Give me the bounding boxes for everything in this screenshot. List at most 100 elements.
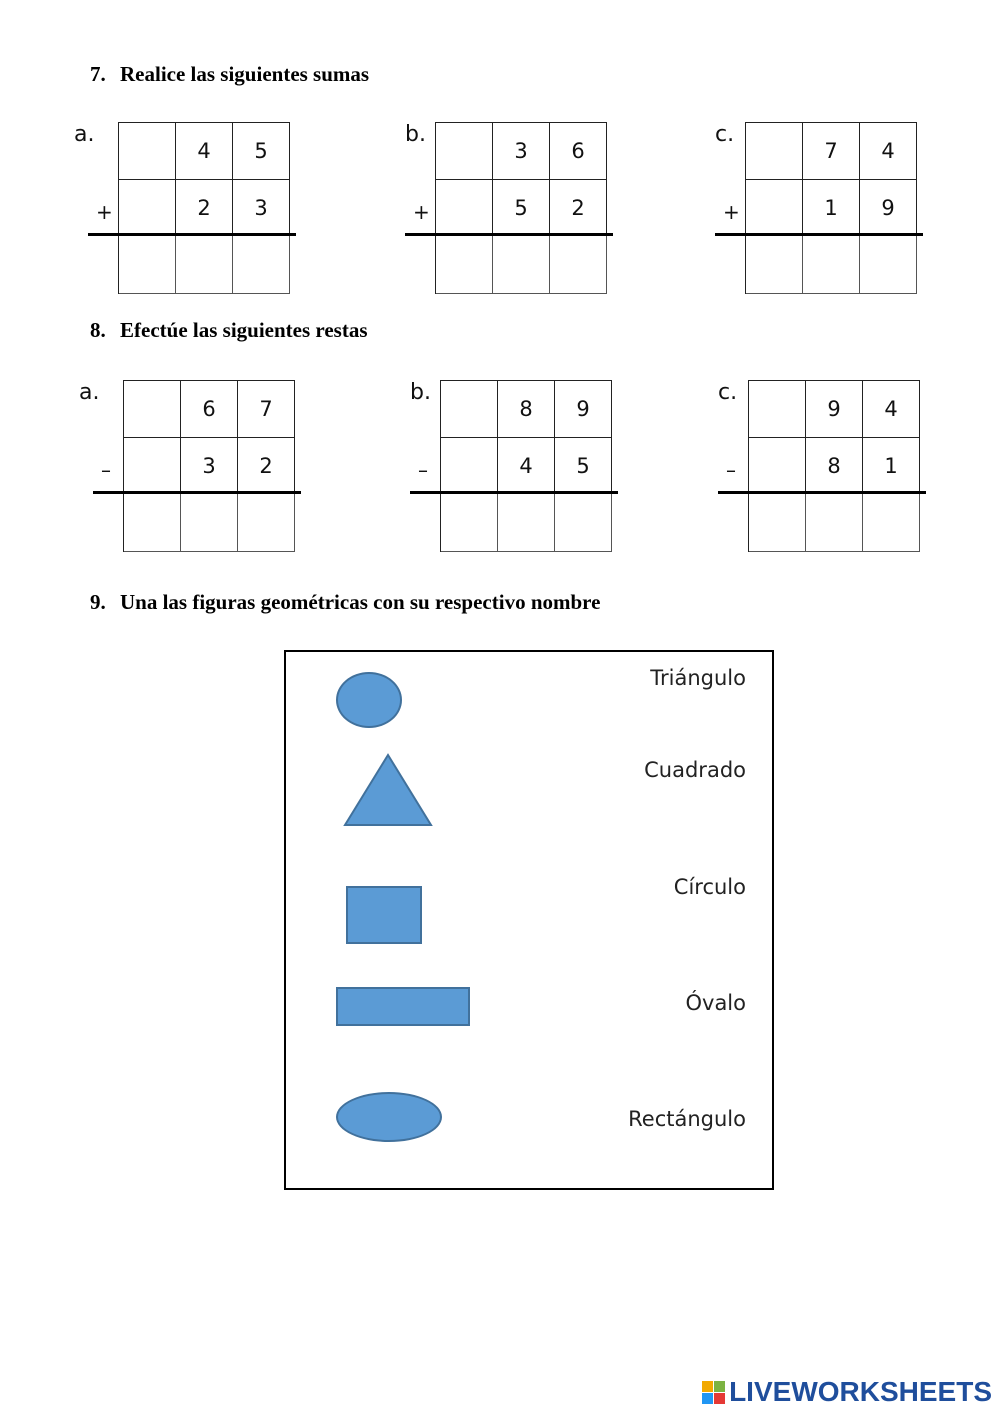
- square-icon[interactable]: [346, 886, 422, 944]
- difference-line: [410, 491, 618, 494]
- answer-cell[interactable]: [746, 236, 803, 294]
- question-title: Una las figuras geométricas con su respe…: [120, 590, 601, 614]
- answer-cell[interactable]: [119, 236, 176, 294]
- answer-cell[interactable]: [749, 494, 806, 552]
- digit-cell: [124, 381, 181, 438]
- digit-grid: 4 5 2 3: [118, 122, 290, 294]
- problem-letter: c.: [718, 380, 738, 405]
- digit-cell: 4: [863, 381, 920, 438]
- plus-sign: +: [723, 200, 740, 224]
- liveworksheets-logo-icon: [702, 1380, 726, 1404]
- digit-cell: [441, 381, 498, 438]
- shape-name-ovalo[interactable]: Óvalo: [685, 991, 746, 1015]
- digit-cell: 8: [806, 438, 863, 494]
- answer-cell[interactable]: [238, 494, 295, 552]
- logo-square: [714, 1392, 726, 1404]
- shape-name-rectangulo[interactable]: Rectángulo: [628, 1107, 746, 1131]
- answer-cell[interactable]: [233, 236, 290, 294]
- digit-cell: 8: [498, 381, 555, 438]
- answer-cell[interactable]: [441, 494, 498, 552]
- digit-grid: 7 4 1 9: [745, 122, 917, 294]
- logo-square: [714, 1380, 726, 1392]
- liveworksheets-brand: LIVEWORKSHEETS: [702, 1375, 992, 1409]
- minus-sign: –: [726, 458, 736, 482]
- digit-cell: 9: [555, 381, 612, 438]
- digit-cell: 5: [555, 438, 612, 494]
- question-8-heading: 8.Efectúe las siguientes restas: [90, 318, 368, 343]
- sum-line: [88, 233, 296, 236]
- digit-cell: 1: [803, 180, 860, 236]
- digit-cell: 5: [493, 180, 550, 236]
- subtraction-problem-a: a. – 6 7 3 2: [79, 380, 333, 555]
- question-7-heading: 7. Realice las siguientes sumas: [90, 62, 369, 87]
- triangle-icon[interactable]: [342, 752, 434, 828]
- digit-grid: 9 4 8 1: [748, 380, 920, 552]
- plus-sign: +: [96, 200, 113, 224]
- question-9-heading: 9. Una las figuras geométricas con su res…: [90, 590, 600, 615]
- digit-grid: 3 6 5 2: [435, 122, 607, 294]
- addition-problem-a: a. + 4 5 2 3: [74, 122, 328, 297]
- digit-grid: 8 9 4 5: [440, 380, 612, 552]
- digit-cell: 4: [176, 123, 233, 180]
- digit-cell: [436, 123, 493, 180]
- answer-cell[interactable]: [436, 236, 493, 294]
- digit-cell: 4: [498, 438, 555, 494]
- answer-cell[interactable]: [555, 494, 612, 552]
- answer-cell[interactable]: [860, 236, 917, 294]
- sum-line: [715, 233, 923, 236]
- circle-icon[interactable]: [336, 672, 402, 728]
- digit-cell: 9: [806, 381, 863, 438]
- digit-cell: [441, 438, 498, 494]
- digit-cell: 6: [181, 381, 238, 438]
- question-number: 7.: [90, 62, 106, 86]
- digit-cell: 9: [860, 180, 917, 236]
- digit-grid: 6 7 3 2: [123, 380, 295, 552]
- problem-letter: a.: [74, 122, 95, 147]
- digit-cell: 2: [550, 180, 607, 236]
- answer-cell[interactable]: [863, 494, 920, 552]
- difference-line: [718, 491, 926, 494]
- logo-square: [702, 1392, 714, 1404]
- digit-cell: 2: [238, 438, 295, 494]
- shape-name-cuadrado[interactable]: Cuadrado: [644, 758, 746, 782]
- answer-cell[interactable]: [124, 494, 181, 552]
- digit-cell: [749, 438, 806, 494]
- problem-letter: b.: [410, 380, 431, 405]
- question-number: 9.: [90, 590, 106, 614]
- digit-cell: [749, 381, 806, 438]
- digit-cell: [119, 123, 176, 180]
- answer-cell[interactable]: [176, 236, 233, 294]
- sum-line: [405, 233, 613, 236]
- addition-problem-c: c. + 7 4 1 9: [715, 122, 955, 297]
- logo-square: [702, 1380, 714, 1392]
- shape-name-circulo[interactable]: Círculo: [673, 875, 746, 899]
- digit-cell: 7: [803, 123, 860, 180]
- subtraction-problem-b: b. – 8 9 4 5: [410, 380, 650, 555]
- subtraction-problem-c: c. – 9 4 8 1: [718, 380, 958, 555]
- minus-sign: –: [101, 458, 111, 482]
- brand-name: LIVEWORKSHEETS: [729, 1376, 992, 1407]
- shape-name-triangulo[interactable]: Triángulo: [650, 666, 746, 690]
- answer-cell[interactable]: [550, 236, 607, 294]
- addition-problem-b: b. + 3 6 5 2: [405, 122, 645, 297]
- digit-cell: 1: [863, 438, 920, 494]
- shape-matching-box: Triángulo Cuadrado Círculo Óvalo Rectáng…: [284, 650, 774, 1190]
- problem-letter: a.: [79, 380, 100, 405]
- answer-cell[interactable]: [803, 236, 860, 294]
- digit-cell: 6: [550, 123, 607, 180]
- answer-cell[interactable]: [181, 494, 238, 552]
- digit-cell: 5: [233, 123, 290, 180]
- question-title: Realice las siguientes sumas: [120, 62, 370, 86]
- digit-cell: [746, 123, 803, 180]
- digit-cell: 3: [233, 180, 290, 236]
- digit-cell: 4: [860, 123, 917, 180]
- plus-sign: +: [413, 200, 430, 224]
- answer-cell[interactable]: [493, 236, 550, 294]
- answer-cell[interactable]: [806, 494, 863, 552]
- rectangle-icon[interactable]: [336, 987, 470, 1026]
- digit-cell: [124, 438, 181, 494]
- digit-cell: 3: [493, 123, 550, 180]
- difference-line: [93, 491, 301, 494]
- oval-icon[interactable]: [336, 1092, 442, 1142]
- answer-cell[interactable]: [498, 494, 555, 552]
